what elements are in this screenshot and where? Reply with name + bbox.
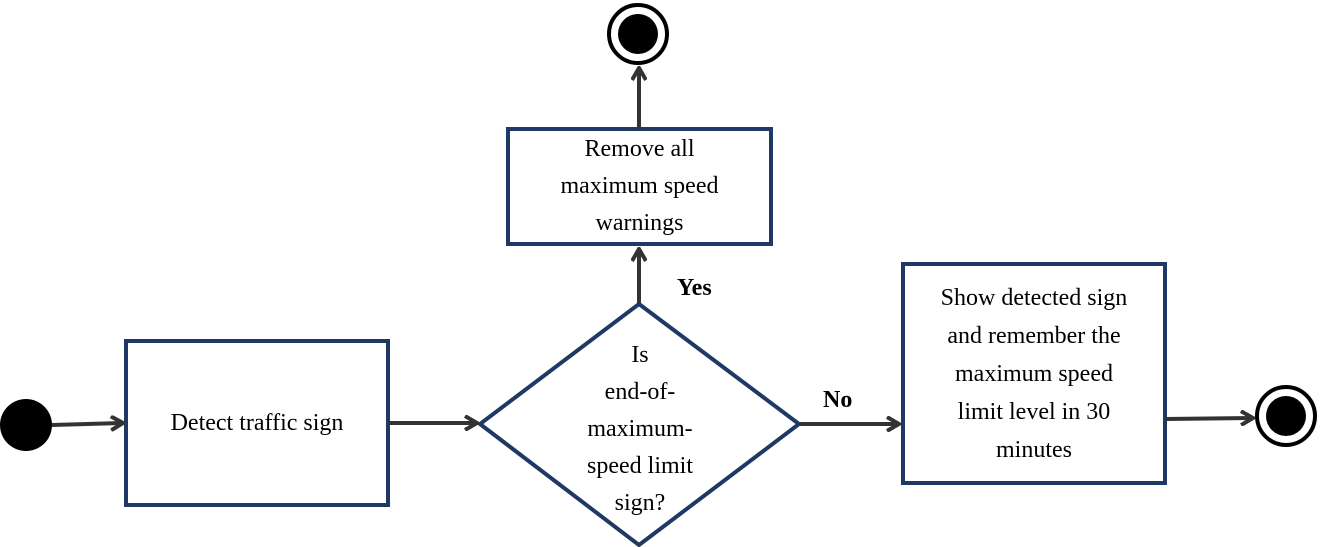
detect-box-label: Detect traffic sign — [130, 345, 384, 501]
decision-line-1: Is — [631, 342, 649, 368]
arrow-show-to-end — [1164, 418, 1252, 419]
decision-line-2: end-of- — [604, 379, 676, 405]
decision-line-3: maximum- — [587, 416, 693, 442]
remove-line-2: maximum speed — [560, 173, 719, 199]
arrow-start-to-detect — [51, 423, 122, 425]
end-node-top — [607, 3, 669, 65]
decision-label: Is end-of- maximum- speed limit sign? — [545, 337, 735, 522]
show-box — [901, 262, 1167, 485]
show-line-5: minutes — [995, 436, 1072, 463]
no-label: No — [823, 387, 853, 413]
remove-box-label: Remove all maximum speed warnings — [512, 133, 767, 240]
remove-box — [506, 127, 773, 246]
show-line-2: and remember the — [947, 322, 1121, 349]
show-line-4: limit level in 30 — [957, 398, 1111, 425]
start-node — [0, 399, 52, 451]
end-node-right — [1255, 385, 1317, 447]
yes-label: Yes — [677, 275, 712, 301]
decision-line-5: sign? — [614, 490, 666, 516]
show-box-label: Show detected sign and remember the maxi… — [907, 268, 1161, 479]
decision-diamond — [476, 301, 803, 547]
detect-text: Detect traffic sign — [170, 409, 344, 436]
remove-line-3: warnings — [595, 210, 684, 236]
show-line-1: Show detected sign — [940, 284, 1128, 311]
decision-line-4: speed limit — [587, 453, 693, 479]
remove-line-1: Remove all — [584, 136, 695, 162]
show-line-3: maximum speed — [955, 360, 1113, 387]
